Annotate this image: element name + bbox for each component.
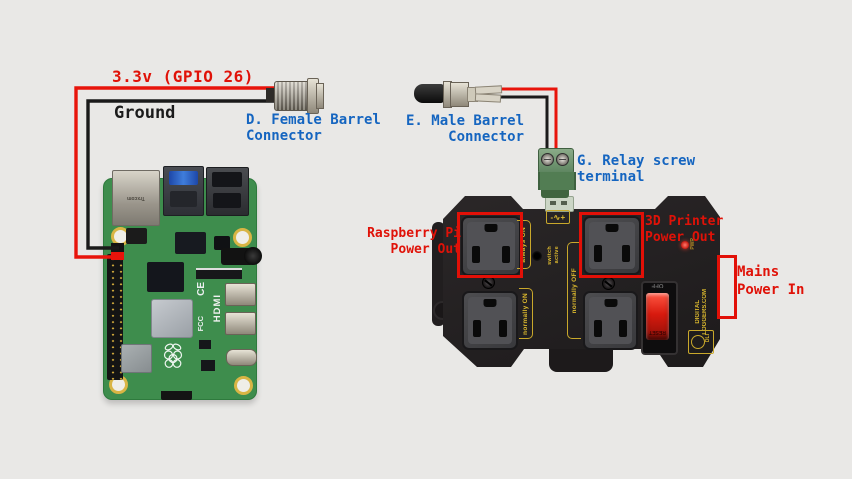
relay-left-flange	[432, 222, 445, 326]
camera-connector	[196, 268, 242, 279]
fcc-mark: FCC	[196, 316, 205, 332]
ethernet-port: Trxcom	[112, 170, 160, 226]
gpio26-wire-pad	[111, 252, 124, 260]
connector-e-lug	[474, 93, 502, 103]
status-hole	[532, 251, 542, 261]
outlet-normally-off-bottom	[583, 291, 638, 350]
ground-wire-pad	[111, 243, 124, 252]
rpi-power-out-label: Raspberry Pi Power Out	[367, 226, 461, 257]
gpio-label: 3.3v (GPIO 26)	[112, 67, 254, 86]
mains-power-in-label: Mains Power In	[737, 264, 805, 298]
pi-mount-hole	[234, 376, 253, 395]
soc-chip	[151, 299, 193, 338]
faceplate-screw	[602, 277, 615, 290]
male-barrel-label: E. Male Barrel Connector	[406, 113, 525, 145]
hdmi-silkscreen: HDMI	[212, 293, 223, 323]
relay-terminal-label: G. Relay screw terminal	[577, 153, 696, 185]
ground-label: Ground	[114, 103, 176, 123]
poe-header	[126, 228, 147, 244]
smd-component	[199, 340, 211, 349]
prong-slot	[594, 320, 602, 337]
raspberry-pi-logo	[163, 343, 183, 368]
terminal-screw	[541, 153, 554, 166]
switch-active-label: switch active	[546, 245, 560, 265]
raspberry-pi-board: Trxcom HDMI	[101, 164, 262, 404]
male-barrel-connector	[414, 77, 504, 108]
terminal-screw	[556, 153, 569, 166]
mains-power-in-box	[717, 255, 737, 319]
printer-power-out-box	[579, 212, 644, 278]
usb3-port	[163, 166, 204, 216]
outlet-normally-on	[462, 291, 518, 350]
prong-slot	[472, 246, 480, 263]
polarity-marking: -∿+	[546, 210, 570, 224]
display-connector	[161, 391, 192, 400]
prong-slot	[594, 245, 602, 262]
outlet-normally-off-top	[583, 216, 641, 275]
usb-controller-chip	[175, 232, 206, 254]
pi-mount-hole	[233, 228, 252, 247]
wireless-module	[121, 344, 152, 373]
micro-hdmi-port-1	[225, 312, 256, 335]
micro-hdmi-port-0	[225, 283, 256, 306]
usb3-insert-lower	[170, 191, 197, 207]
prong-slot	[473, 320, 481, 337]
connector-d-rear	[266, 88, 276, 102]
always-on-label: always ON	[517, 220, 531, 269]
audio-jack-barrel	[244, 247, 262, 265]
socket-slot	[550, 201, 556, 205]
dli-logo: DLI	[688, 330, 714, 354]
connector-e-plug-tip	[414, 84, 444, 103]
switch-off-label: OFF	[651, 282, 664, 288]
ground-slot	[605, 224, 619, 232]
printer-power-out-label: 3D Printer Power Out	[645, 214, 724, 245]
prong-slot	[622, 245, 630, 262]
terminal-body	[538, 172, 576, 190]
terminal-lip	[541, 190, 569, 198]
usb2-port	[206, 167, 249, 216]
dli-logo-circle	[691, 335, 705, 349]
connector-d-threads	[274, 81, 310, 111]
ground-slot	[483, 299, 497, 307]
normally-off-label: normally OFF	[567, 242, 581, 339]
ce-mark: CE	[196, 282, 207, 296]
prong-slot	[502, 246, 510, 263]
ground-slot	[604, 299, 617, 307]
prong-slot	[619, 320, 627, 337]
power-led	[681, 241, 689, 249]
rpi-power-out-box	[457, 212, 523, 278]
female-barrel-label: D. Female Barrel Connector	[246, 112, 381, 144]
gpio-header	[107, 254, 123, 380]
smd-component	[201, 360, 215, 371]
female-barrel-connector	[266, 76, 324, 114]
ram-chip	[147, 262, 184, 292]
ground-slot	[484, 224, 498, 232]
relay-screw-terminal	[536, 146, 576, 198]
usb2-insert-lower	[213, 193, 241, 208]
connector-d-tip	[316, 83, 324, 109]
ethernet-label: Trxcom	[127, 195, 145, 201]
socket-slot	[561, 201, 567, 205]
normally-on-label: normally ON	[519, 288, 533, 339]
usb2-insert	[212, 172, 242, 187]
prong-slot	[499, 320, 507, 337]
usbc-power-port	[226, 349, 257, 366]
usb3-insert	[169, 171, 198, 185]
switch-reset-label: RESET	[649, 329, 666, 335]
switch-rocker	[646, 293, 669, 340]
